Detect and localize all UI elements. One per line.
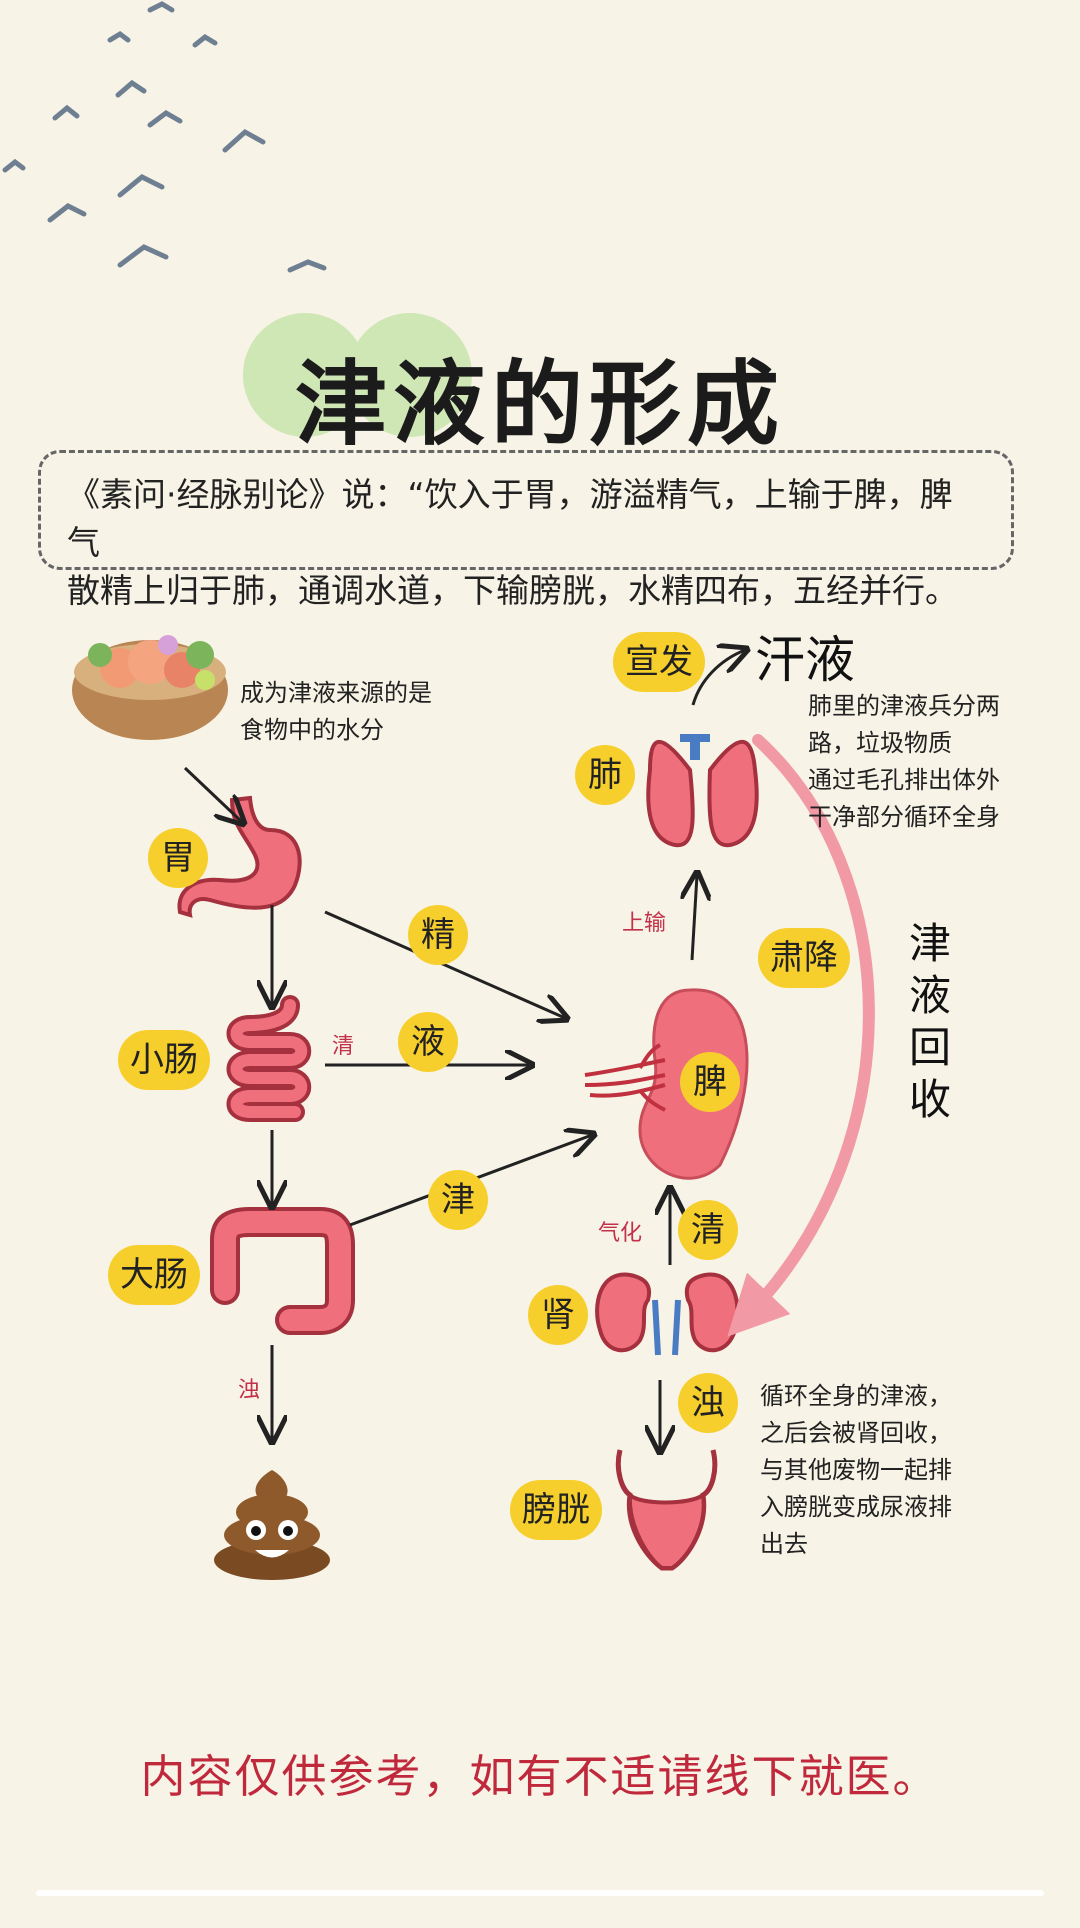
lung-note-line: 通过毛孔排出体外 — [808, 766, 1000, 794]
organ-small-intestine: 小肠 — [118, 1030, 210, 1090]
bird-icon — [47, 203, 87, 223]
home-indicator[interactable] — [36, 1890, 1044, 1896]
organ-large-intestine: 大肠 — [108, 1245, 200, 1305]
bird-icon — [117, 244, 169, 268]
label-shangshu: 上输 — [622, 911, 667, 936]
title-highlight — [243, 313, 367, 437]
bird-icon — [117, 174, 165, 198]
salad-bowl-icon — [72, 635, 228, 740]
food-note: 成为津液来源的是 食物中的水分 — [240, 675, 432, 749]
organ-kidney: 肾 — [528, 1285, 588, 1345]
process-qing: 清 — [678, 1200, 738, 1260]
bird-icon — [107, 30, 131, 43]
process-jing: 精 — [408, 905, 468, 965]
kidney-note-line: 出去 — [760, 1530, 808, 1558]
organ-spleen: 脾 — [680, 1052, 740, 1112]
label-qing: 清 — [332, 1034, 355, 1059]
sweat-label: 汗液 — [755, 631, 855, 689]
title-highlight — [348, 313, 472, 437]
kidney-note-line: 之后会被肾回收， — [760, 1419, 952, 1447]
process-xuanfa: 宣发 — [613, 632, 705, 692]
stomach-icon — [177, 795, 302, 918]
kidney-note-line: 与其他废物一起排 — [760, 1456, 952, 1484]
bird-icon — [52, 104, 80, 121]
bird-icon — [147, 1, 175, 13]
lung-note-line: 干净部分循环全身 — [808, 803, 1000, 831]
food-note-line: 食物中的水分 — [240, 716, 384, 744]
kidney-note-line: 入膀胱变成尿液排 — [760, 1493, 952, 1521]
lung-icon — [646, 734, 759, 848]
lung-note-line: 肺里的津液兵分两 — [808, 692, 1000, 720]
process-ye: 液 — [398, 1012, 458, 1072]
recycle-char: 收 — [908, 1075, 951, 1124]
organ-stomach: 胃 — [148, 828, 208, 888]
disclaimer: 内容仅供参考，如有不适请线下就医。 — [140, 1750, 940, 1803]
page-title: 津液的形成 — [294, 351, 785, 458]
process-jin: 津 — [428, 1170, 488, 1230]
recycle-label: 津 液 回 收 — [905, 918, 955, 1126]
recycle-char: 回 — [908, 1023, 951, 1072]
bird-icon — [147, 110, 183, 128]
title-container: 津液的形成 — [0, 330, 1080, 463]
recycle-char: 津 — [908, 919, 951, 968]
lung-note-line: 路，垃圾物质 — [808, 729, 952, 757]
recycle-arrow — [727, 734, 875, 1337]
quote-box: 《素问·经脉别论》说：“饮入于胃，游溢精气，上输于脾，脾气 散精上归于肺，通调水… — [38, 450, 1014, 610]
process-sujiang: 肃降 — [758, 928, 850, 988]
bird-icon — [115, 79, 147, 98]
bird-icon — [2, 158, 26, 173]
recycle-char: 液 — [908, 971, 951, 1020]
bird-icon — [192, 33, 218, 48]
organ-lung: 肺 — [575, 745, 635, 805]
process-zhuo: 浊 — [678, 1373, 738, 1433]
kidney-note-line: 循环全身的津液， — [760, 1382, 952, 1410]
large-intestine-icon — [210, 1207, 355, 1335]
kidneys-icon — [595, 1272, 740, 1356]
label-zhuo: 浊 — [238, 1378, 261, 1403]
bird-icon — [287, 259, 327, 273]
food-note-line: 成为津液来源的是 — [240, 679, 432, 707]
label-qihua: 气化 — [598, 1221, 643, 1246]
poop-icon — [214, 1470, 330, 1580]
bird-icon — [222, 128, 266, 153]
quote-line-1: 《素问·经脉别论》说：“饮入于胃，游溢精气，上输于脾，脾气 — [67, 475, 953, 562]
kidney-note: 循环全身的津液， 之后会被肾回收， 与其他废物一起排 入膀胱变成尿液排 出去 — [760, 1378, 952, 1563]
lung-note: 肺里的津液兵分两 路，垃圾物质 通过毛孔排出体外 干净部分循环全身 — [808, 688, 1000, 836]
organ-bladder: 膀胱 — [510, 1480, 602, 1540]
quote-line-2: 散精上归于肺，通调水道，下输膀胱，水精四布，五经并行。 — [67, 571, 958, 610]
bladder-icon — [615, 1449, 718, 1571]
